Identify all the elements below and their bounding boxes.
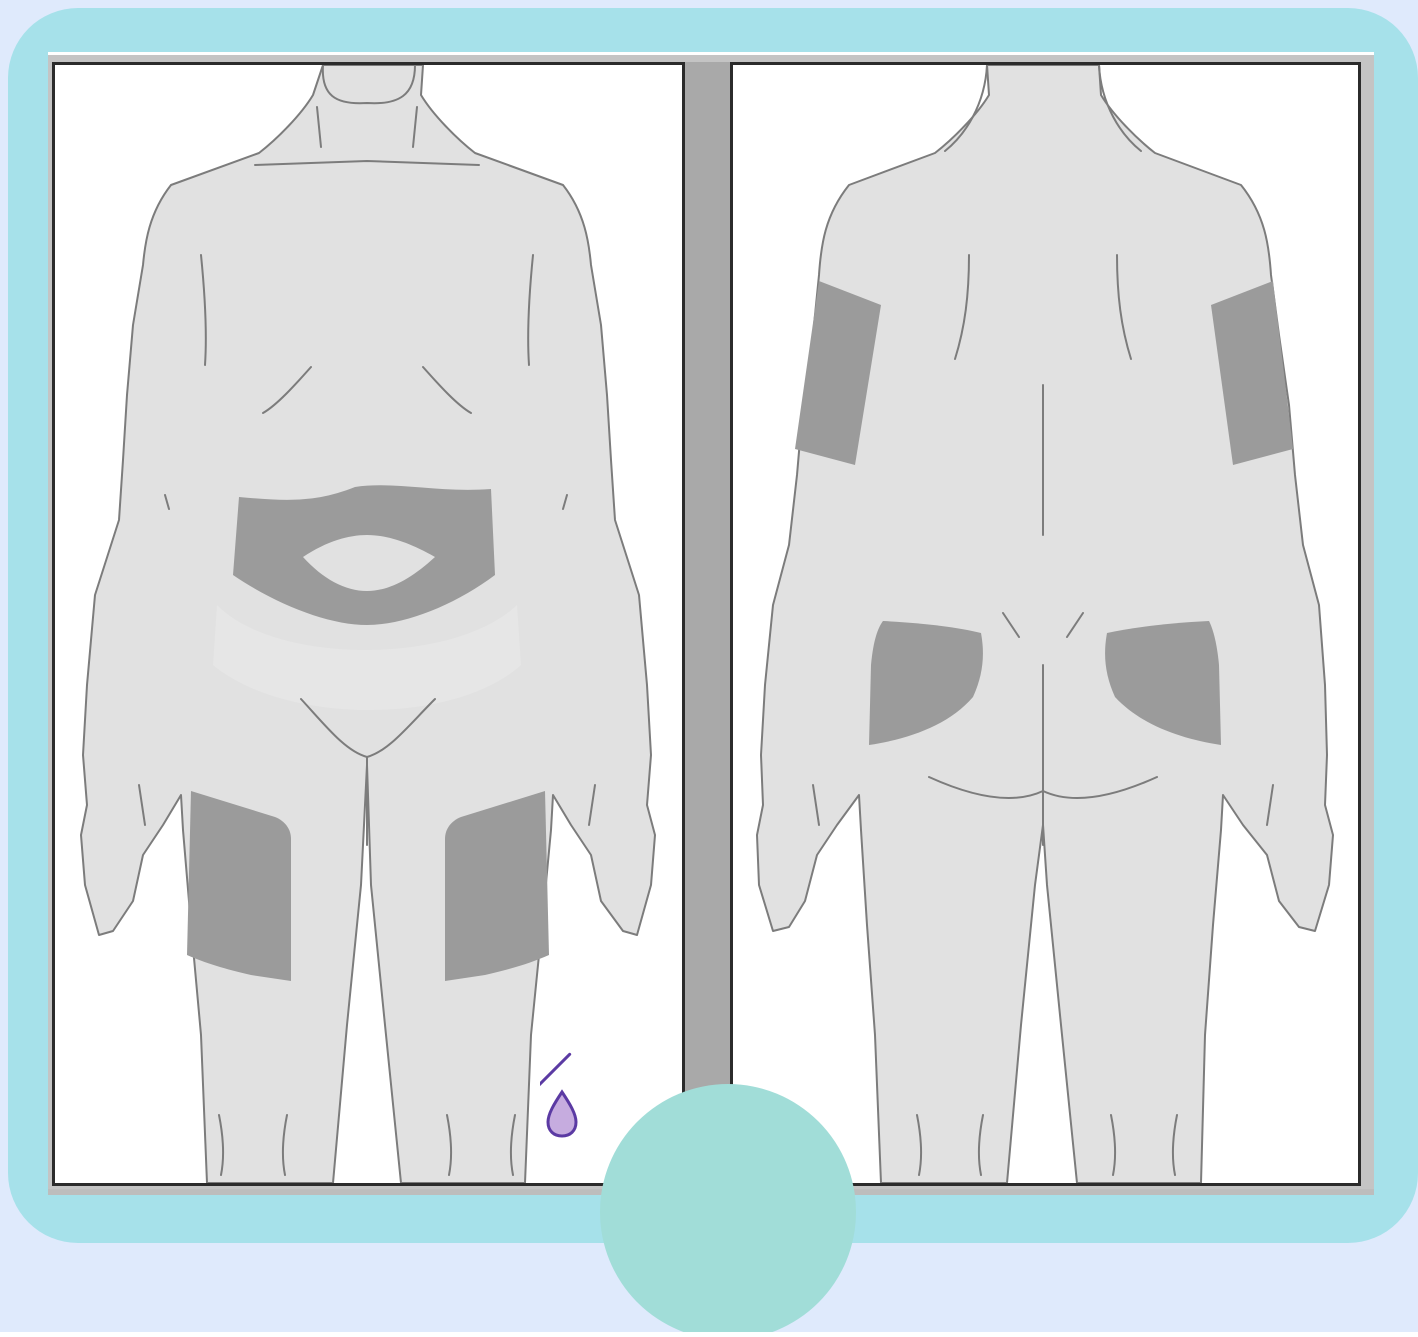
drop-icon [548,1092,576,1136]
front-view-panel [52,62,685,1186]
syringe-icon [540,1040,880,1332]
badge-circle [600,1084,856,1332]
back-body-silhouette [757,65,1333,1183]
left-thigh-zone [445,791,549,981]
panel-divider [685,62,730,1186]
syringe-badge [540,1040,880,1332]
back-body-illustration [733,65,1358,1183]
back-view-panel [730,62,1361,1186]
front-body-illustration [55,65,682,1183]
right-thigh-zone [187,791,291,981]
